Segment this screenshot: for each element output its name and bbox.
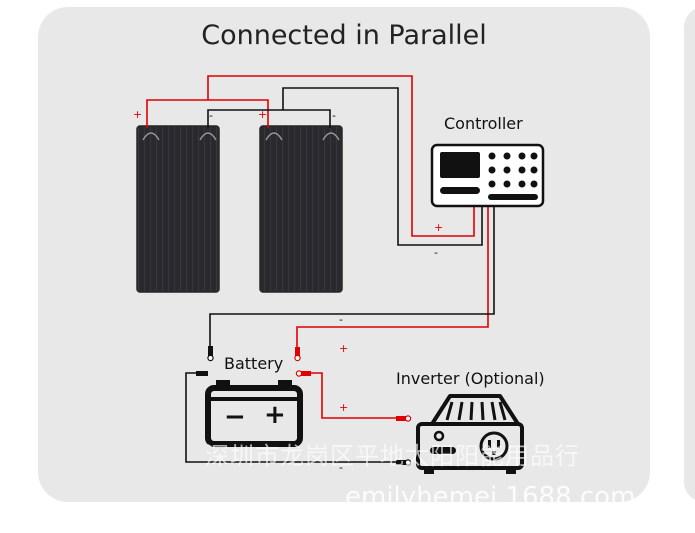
panel2-plus-sign: +	[258, 108, 268, 121]
solar-panel-icon	[136, 125, 220, 293]
battery-minus-mark: −	[224, 402, 246, 432]
watermark-url: emilyhemei.1688.com	[345, 482, 636, 512]
controller-label: Controller	[444, 114, 523, 133]
diagram-title: Connected in Parallel	[201, 20, 487, 51]
negative-wires	[185, 87, 495, 463]
panel2-minus-sign: -	[332, 109, 336, 122]
inverter-icon	[416, 394, 524, 474]
inverter-plus-sign: +	[339, 401, 349, 414]
battery-plus-mark: +	[264, 400, 286, 430]
watermark-chinese: 深圳市龙岗区平地太阳阳能用品行	[205, 442, 580, 470]
inverter-label: Inverter (Optional)	[396, 369, 545, 388]
inverter-minus-sign: -	[339, 461, 343, 474]
positive-wires	[146, 75, 489, 419]
controller-icon	[430, 143, 545, 208]
next-card-edge	[684, 7, 695, 502]
battery-terminal-connectors	[196, 346, 412, 466]
battery-pos-wire-sign: +	[339, 342, 349, 355]
battery-icon	[205, 380, 303, 447]
panel1-minus-sign: -	[209, 109, 213, 122]
controller-minus-sign: -	[434, 246, 438, 259]
solar-panel-icon	[259, 125, 343, 293]
battery-label: Battery	[224, 354, 284, 373]
controller-plus-sign: +	[434, 221, 444, 234]
battery-neg-wire-sign: -	[339, 313, 343, 326]
panel1-plus-sign: +	[133, 108, 143, 121]
